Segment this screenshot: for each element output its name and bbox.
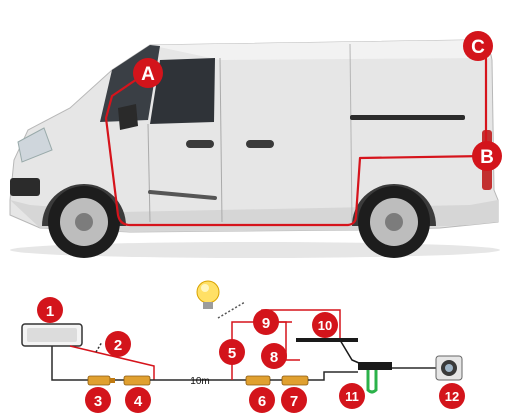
plate-light-bracket-icon: [358, 362, 392, 394]
badge-7: 7: [281, 387, 307, 413]
badge-5: 5: [219, 339, 245, 365]
badge-9: 9: [253, 309, 279, 335]
badge-3: 3: [85, 387, 111, 413]
badge-11: 11: [339, 383, 365, 409]
front-wheel: [48, 186, 120, 258]
badge-12: 12: [439, 383, 465, 409]
svg-text:B: B: [480, 147, 494, 168]
connector-icon: [281, 375, 309, 386]
svg-text:2: 2: [114, 337, 122, 354]
marker-c: C: [463, 31, 493, 61]
svg-text:3: 3: [94, 393, 102, 410]
svg-text:C: C: [471, 37, 485, 58]
badge-1: 1: [37, 297, 63, 323]
svg-text:5: 5: [228, 345, 236, 362]
svg-text:A: A: [141, 64, 155, 85]
wiring-diagram: 10m: [21, 280, 465, 413]
badge-4: 4: [125, 387, 151, 413]
svg-text:11: 11: [345, 389, 359, 404]
connector-icon: [87, 375, 115, 386]
rear-view-mirror-monitor-icon: [21, 323, 83, 347]
connector-icon: [123, 375, 151, 386]
badge-6: 6: [249, 387, 275, 413]
svg-text:6: 6: [258, 393, 266, 410]
monitor-cable: [51, 346, 88, 381]
svg-text:9: 9: [262, 315, 270, 332]
svg-text:12: 12: [445, 389, 459, 404]
badge-10: 10: [312, 312, 338, 338]
badge-2: 2: [105, 331, 131, 357]
badge-8: 8: [261, 343, 287, 369]
van-illustration: A B C: [9, 31, 502, 258]
bulb-dash: [217, 301, 246, 319]
connector-icon: [245, 375, 271, 386]
camera-cable: [308, 371, 358, 381]
power-wire-icon: [69, 345, 155, 380]
reverse-light-bulb-icon: [196, 280, 220, 309]
svg-text:10: 10: [318, 318, 332, 333]
svg-text:1: 1: [46, 303, 54, 320]
cable-length-label: 10m: [190, 376, 209, 387]
marker-b: B: [472, 141, 502, 171]
svg-text:4: 4: [134, 393, 143, 410]
rear-wheel: [358, 186, 430, 258]
svg-text:7: 7: [290, 393, 298, 410]
reversing-camera-icon: [435, 355, 463, 381]
svg-text:8: 8: [270, 349, 278, 366]
marker-a: A: [133, 58, 163, 88]
